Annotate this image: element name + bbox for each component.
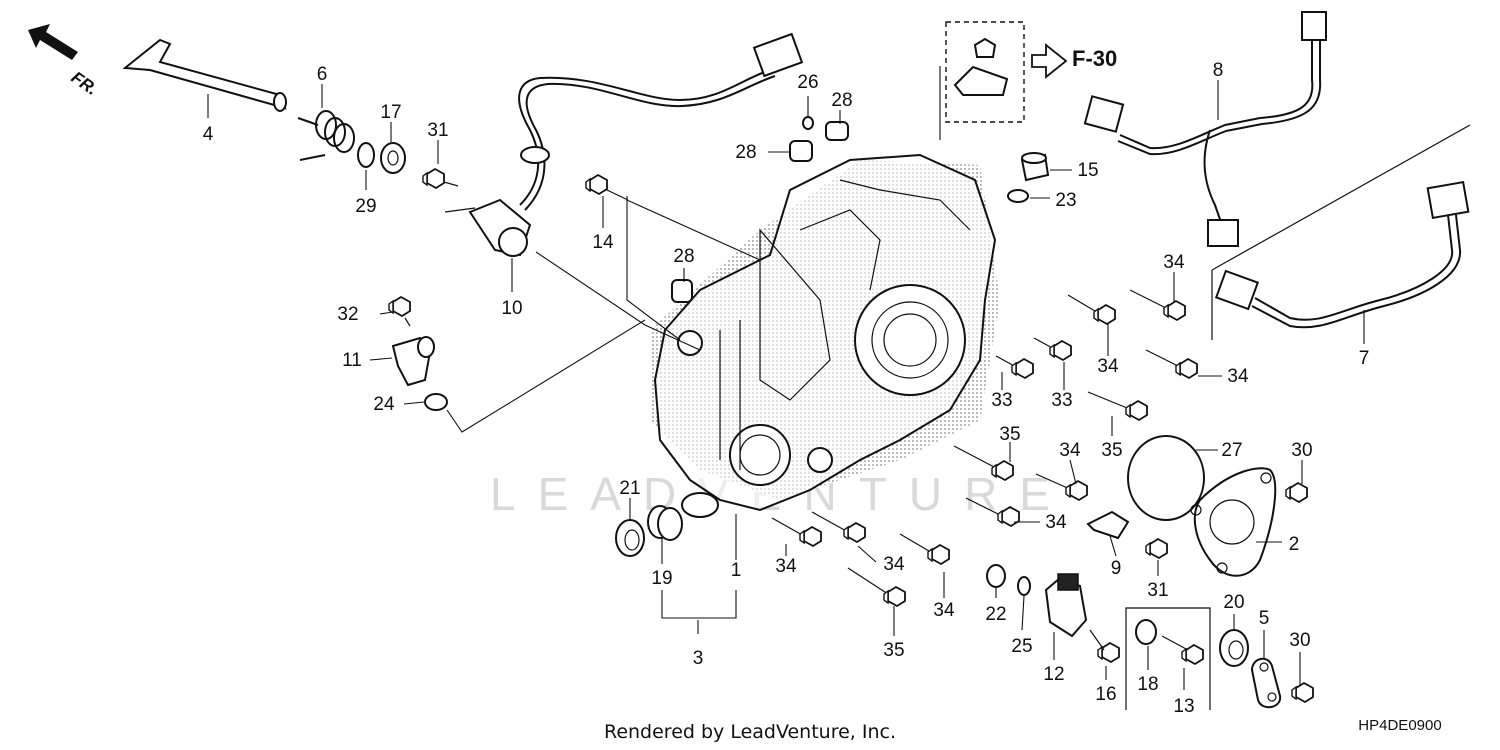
callout-1[interactable]: 1 (731, 560, 742, 581)
clip-9-illustration (1086, 510, 1130, 540)
crankcase-cover-illustration (650, 153, 1000, 518)
washer-29-illustration (357, 142, 375, 168)
bolt-set-illustration (771, 289, 1198, 607)
bolt-30-illustration (1285, 482, 1308, 503)
dowel-28c-illustration (671, 279, 693, 303)
wire-harness-8-illustration (1083, 11, 1327, 247)
callout-29[interactable]: 29 (355, 196, 376, 217)
callout-16[interactable]: 16 (1095, 684, 1116, 705)
washer-22-illustration (986, 564, 1006, 588)
callout-22[interactable]: 22 (985, 604, 1006, 625)
sensor-12-illustration (1044, 573, 1088, 638)
callout-17[interactable]: 17 (380, 102, 401, 123)
callout-19[interactable]: 19 (651, 568, 672, 589)
group-13-18-illustration (1125, 607, 1211, 710)
leader-lines (207, 66, 1365, 690)
reference-arrow-icon (1031, 43, 1068, 79)
callout-34a[interactable]: 34 (1163, 252, 1185, 273)
washer-25-illustration (1017, 576, 1031, 596)
callout-35c[interactable]: 35 (883, 640, 904, 661)
callout-24[interactable]: 24 (373, 394, 395, 415)
callout-13[interactable]: 13 (1173, 696, 1194, 717)
needle-bearing-19-illustration (647, 505, 683, 541)
reference-detail-box: F-30 (945, 21, 1117, 123)
angle-sensor-harness-illustration (444, 32, 804, 257)
callout-35a[interactable]: 35 (999, 424, 1020, 445)
callout-35b[interactable]: 35 (1101, 440, 1122, 461)
callout-11[interactable]: 11 (342, 350, 362, 371)
callout-18[interactable]: 18 (1137, 674, 1158, 695)
callout-34f[interactable]: 34 (775, 556, 797, 577)
o-ring-27-illustration (1127, 435, 1205, 521)
bolt-14-illustration (585, 174, 608, 195)
callout-28a[interactable]: 28 (831, 90, 852, 111)
callout-21[interactable]: 21 (619, 478, 640, 499)
washer-26-illustration (802, 116, 814, 130)
callout-31a[interactable]: 31 (427, 120, 448, 141)
wire-harness-7-illustration (1211, 124, 1471, 340)
callout-20[interactable]: 20 (1223, 592, 1244, 613)
oil-seal-20-illustration (1219, 629, 1249, 667)
callout-28c[interactable]: 28 (673, 246, 694, 267)
speed-sensor-illustration (391, 336, 435, 387)
callout-15[interactable]: 15 (1077, 160, 1098, 181)
callout-25[interactable]: 25 (1011, 636, 1032, 657)
setting-plate-5-illustration (1250, 657, 1282, 709)
o-ring-24-illustration (424, 393, 448, 411)
callout-30b[interactable]: 30 (1289, 630, 1310, 651)
bolt-31b-illustration (1145, 538, 1168, 559)
callout-33a[interactable]: 33 (991, 390, 1012, 411)
callout-34c[interactable]: 34 (1227, 366, 1249, 387)
callout-14[interactable]: 14 (592, 232, 614, 253)
washer-23-illustration (1007, 189, 1029, 203)
callout-31b[interactable]: 31 (1147, 580, 1168, 601)
callout-34b[interactable]: 34 (1097, 356, 1119, 377)
callout-23[interactable]: 23 (1055, 190, 1076, 211)
callout-10[interactable]: 10 (501, 298, 522, 319)
front-direction-arrow-icon: FR. (28, 24, 101, 99)
callout-7[interactable]: 7 (1359, 348, 1370, 369)
callout-28b[interactable]: 28 (735, 142, 756, 163)
bearing-cover-2-illustration (1190, 467, 1277, 577)
dowel-28-illustration (825, 121, 849, 141)
diagram-code: HP4DE0900 (1358, 717, 1441, 734)
bolt-32-illustration (388, 296, 411, 317)
callout-34d[interactable]: 34 (1059, 440, 1081, 461)
callout-34g[interactable]: 34 (883, 554, 905, 575)
return-spring-illustration (297, 110, 355, 161)
callout-33b[interactable]: 33 (1051, 390, 1072, 411)
callout-8[interactable]: 8 (1213, 60, 1224, 81)
callout-32[interactable]: 32 (337, 304, 358, 325)
callout-26[interactable]: 26 (797, 72, 818, 93)
shift-shaft-illustration (122, 38, 287, 112)
callout-3[interactable]: 3 (693, 648, 704, 669)
bolt-30b-illustration (1291, 682, 1314, 703)
callout-2[interactable]: 2 (1289, 534, 1300, 555)
callout-30a[interactable]: 30 (1291, 440, 1312, 461)
callout-6[interactable]: 6 (317, 64, 328, 85)
callout-34h[interactable]: 34 (933, 600, 955, 621)
bolt-31-illustration (422, 168, 445, 189)
front-direction-label: FR. (68, 68, 101, 99)
plug-15-illustration (1020, 152, 1050, 182)
washer-17-illustration (380, 142, 406, 174)
callout-27[interactable]: 27 (1221, 440, 1242, 461)
callout-12[interactable]: 12 (1043, 664, 1064, 685)
footer-credit: Rendered by LeadVenture, Inc. (604, 721, 896, 743)
callout-9[interactable]: 9 (1111, 558, 1122, 579)
reference-page-link[interactable]: F-30 (1072, 46, 1117, 71)
callout-34e[interactable]: 34 (1045, 512, 1067, 533)
callout-4[interactable]: 4 (203, 124, 214, 145)
callout-5[interactable]: 5 (1259, 608, 1270, 629)
oil-seal-21-illustration (615, 519, 645, 557)
callout-labels: 1 2 3 4 5 6 7 8 9 10 11 12 13 14 15 16 1… (203, 60, 1370, 717)
dowel-28b-illustration (789, 140, 813, 162)
